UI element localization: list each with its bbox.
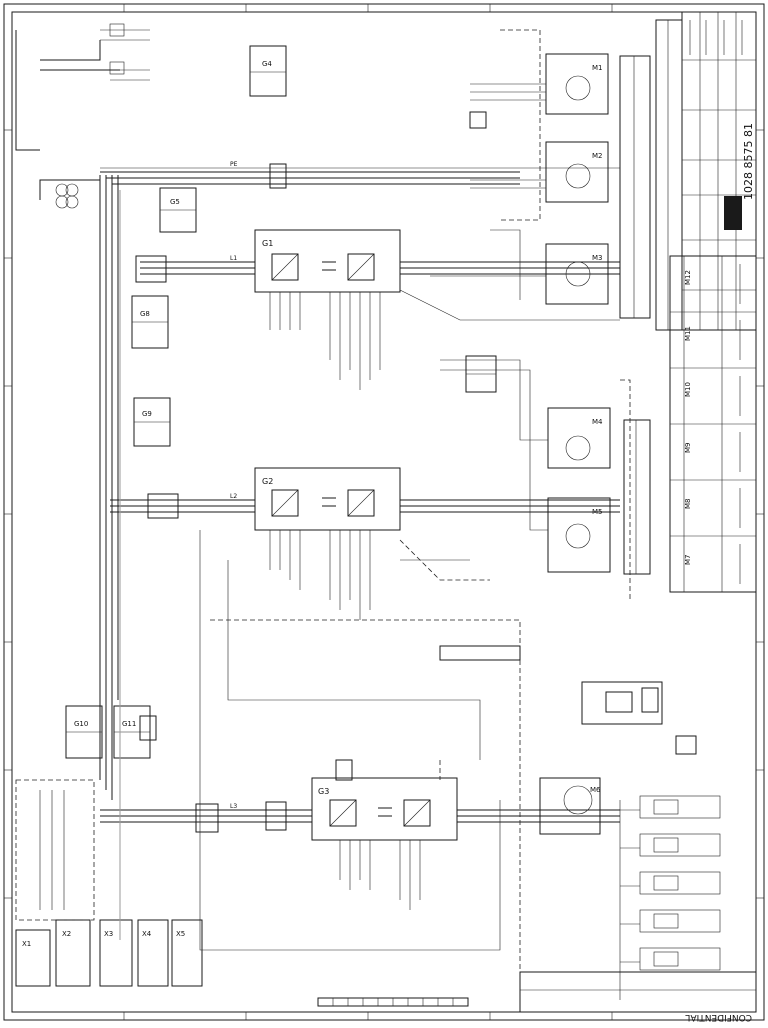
inverter-g1: G1: [254, 229, 401, 390]
bottom-panel-1: X1: [22, 940, 31, 948]
motor-connections: [399, 83, 620, 561]
drawing-number: 1028 8575 81: [742, 123, 755, 200]
bottom-panels: X1 X2 X3 X4 X5: [15, 919, 203, 987]
rail-label-l1: L1: [230, 255, 237, 262]
fan-col-4: M10: [684, 382, 692, 397]
fan-col-1: M7: [684, 555, 692, 566]
revision-strip: [519, 971, 757, 1013]
motor-m3: M3: [592, 254, 603, 262]
panel-g5: G5: [170, 198, 180, 206]
side-label-g9: G9: [142, 410, 152, 418]
motor-group: M1 M2 M3 M4 M5 M6: [539, 53, 611, 835]
inverter-g2: G2: [254, 467, 401, 620]
lower-enclosure: [15, 779, 95, 921]
legend-bar-middle: [623, 419, 651, 575]
legend-bar-top: [619, 55, 651, 319]
motor-m1: M1: [592, 64, 603, 72]
motor-m2: M2: [592, 152, 603, 160]
bottom-panel-3: X3: [104, 930, 113, 938]
rail-label-l3: L3: [230, 803, 237, 810]
panel-g4: G4: [262, 60, 272, 68]
relay-block: [335, 111, 521, 781]
dashed-links: [210, 29, 631, 1000]
motor-m6: M6: [590, 786, 601, 794]
motor-m5: M5: [592, 508, 603, 516]
confidential-mark: CONFIDENTIAL: [685, 1012, 752, 1022]
fan-col-5: M11: [684, 326, 692, 341]
panel-g10: G10: [74, 720, 88, 728]
scale-bar: [317, 997, 469, 1007]
rail-label-pe: PE: [230, 161, 238, 168]
bus-breakers: [135, 163, 287, 833]
inverter-g3: G3: [311, 777, 458, 910]
fan-matrix: M7 M8 M9 M10 M11 M12: [669, 255, 757, 593]
inverter-g3-label: G3: [318, 787, 329, 796]
side-panels: G4 G5 G8 G9 G10 G11: [65, 45, 287, 759]
bottom-panel-2: X2: [62, 930, 71, 938]
side-label-g8: G8: [140, 310, 150, 318]
fan-col-3: M9: [684, 443, 692, 454]
panel-g11: G11: [122, 720, 136, 728]
fan-col-2: M8: [684, 499, 692, 510]
bottom-panel-4: X4: [142, 930, 152, 938]
supply-transformer: [15, 23, 150, 209]
fan-col-6: M12: [684, 270, 692, 285]
heater-array: [581, 681, 721, 1000]
bottom-panel-5: X5: [176, 930, 185, 938]
inverter-g2-label: G2: [262, 477, 273, 486]
title-block: 1028 8575 81: [655, 11, 757, 331]
rail-label-l2: L2: [230, 493, 237, 500]
motor-m4: M4: [592, 418, 603, 426]
inverter-g1-label: G1: [262, 239, 273, 248]
